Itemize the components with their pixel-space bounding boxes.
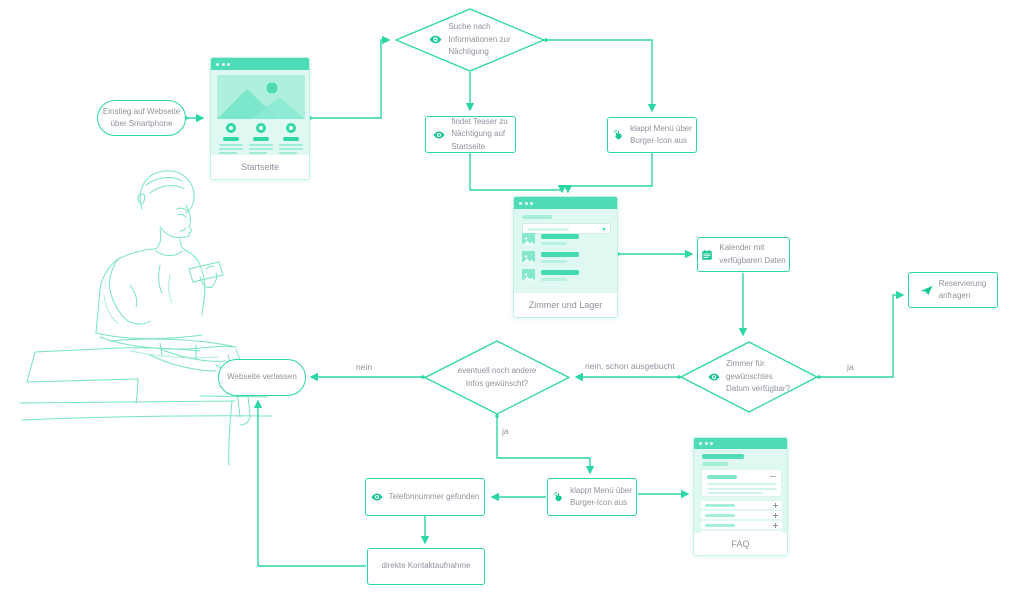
phone-header xyxy=(211,58,309,70)
person-smartphone-illustration xyxy=(19,170,273,466)
screen-faq: FAQ xyxy=(693,437,788,556)
expand-icon xyxy=(773,522,778,528)
node-phone-number-found: Telefonnummer gefunden xyxy=(365,478,485,516)
feature-icon xyxy=(226,123,236,133)
node-direct-contact-label: direkte Kontaktaufnahme xyxy=(381,561,471,571)
decision-more-infos-label: eventuell noch andere Infos gewünscht? xyxy=(457,366,537,388)
diamond-shape xyxy=(395,8,545,72)
decision-room-available-label: Zimmer für gewünschtes Datum verfügbar? xyxy=(725,359,791,394)
diamond-shape xyxy=(424,340,570,415)
edge-label-ja-down: ja xyxy=(502,426,509,436)
faq-item-collapsed xyxy=(701,521,782,529)
faq-item-collapsed xyxy=(701,511,782,519)
node-find-teaser-label: findet Teaser zu Nächtigung auf Startsei… xyxy=(451,116,508,151)
node-leave-site: Webseite verlassen xyxy=(218,359,306,396)
node-request-reservation-label: Reservierung anfragen xyxy=(938,278,987,300)
list-thumbnail xyxy=(522,251,535,263)
node-find-teaser: findet Teaser zu Nächtigung auf Startsei… xyxy=(425,116,516,153)
feature-icon xyxy=(256,123,266,133)
node-entry-label: Einstieg auf Webseite über Smartphone xyxy=(102,106,181,128)
screen-zimmer-lager: Zimmer und Lager xyxy=(513,196,618,318)
node-open-menu-bottom-label: klappt Menü über Burger-Icon aus xyxy=(570,485,632,507)
node-phone-number-found-label: Telefonnummer gefunden xyxy=(388,491,480,501)
screen-caption: FAQ xyxy=(694,533,787,555)
edge-label-nein-ausgebucht: nein, schon ausgebucht xyxy=(585,361,675,371)
phone-header xyxy=(514,197,617,209)
edge-label-ja-right: ja xyxy=(847,362,854,372)
tap-hand-icon xyxy=(612,129,624,141)
node-open-menu-bottom: klappt Menü über Burger-Icon aus xyxy=(547,478,637,516)
node-request-reservation: Reservierung anfragen xyxy=(908,272,998,308)
eye-icon xyxy=(708,373,720,381)
node-open-menu-top: klappt Menü über Burger-Icon aus xyxy=(607,117,697,153)
screen-zimmer-lager-label: Zimmer und Lager xyxy=(528,300,603,310)
eye-icon xyxy=(433,131,445,139)
hero-image xyxy=(217,75,305,119)
node-direct-contact: direkte Kontaktaufnahme xyxy=(367,548,485,585)
collapse-icon xyxy=(770,476,776,478)
screen-caption: Startseite xyxy=(211,155,309,179)
decision-search-info: Suche nach Informationen zur Nächtigung xyxy=(395,8,545,72)
screen-startseite: Startseite xyxy=(210,57,310,180)
calendar-icon xyxy=(701,249,713,261)
list-thumbnail xyxy=(522,233,535,245)
expand-icon xyxy=(773,502,778,508)
decision-search-info-label: Suche nach Informationen zur Nächtigung xyxy=(448,22,511,57)
eye-icon xyxy=(429,35,442,44)
phone-header xyxy=(694,438,787,449)
list-thumbnail xyxy=(522,269,535,281)
diamond-shape xyxy=(680,341,818,413)
screen-caption: Zimmer und Lager xyxy=(514,293,617,317)
screen-startseite-label: Startseite xyxy=(240,162,280,172)
decision-more-infos: eventuell noch andere Infos gewünscht? xyxy=(424,340,570,415)
eye-icon xyxy=(371,493,383,501)
feature-icon xyxy=(286,123,296,133)
screen-faq-label: FAQ xyxy=(731,539,750,549)
faq-item-collapsed xyxy=(701,501,782,509)
tap-hand-icon xyxy=(552,491,564,503)
paper-plane-icon xyxy=(920,285,933,296)
node-open-menu-top-label: klappt Menü über Burger-Icon aus xyxy=(630,123,692,145)
node-calendar-label: Kalender mit verfügbaren Daten xyxy=(719,243,786,265)
faq-item-expanded xyxy=(701,469,782,497)
node-entry: Einstieg auf Webseite über Smartphone xyxy=(97,100,186,136)
expand-icon xyxy=(773,512,778,518)
edge-label-nein: nein xyxy=(356,362,373,372)
node-calendar: Kalender mit verfügbaren Daten xyxy=(697,237,790,272)
dropdown-mock xyxy=(522,223,611,234)
node-leave-site-label: Webseite verlassen xyxy=(227,372,297,382)
decision-room-available: Zimmer für gewünschtes Datum verfügbar? xyxy=(680,341,818,413)
